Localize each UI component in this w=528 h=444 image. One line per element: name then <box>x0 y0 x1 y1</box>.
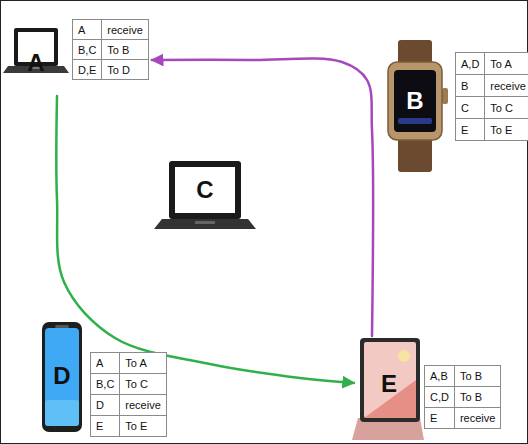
phone-icon <box>42 322 82 432</box>
table-cell: To B <box>455 366 500 386</box>
table-cell: To C <box>120 374 165 394</box>
table-cell: A <box>91 353 119 373</box>
tablet-icon <box>352 338 424 440</box>
table-cell: E <box>425 408 454 428</box>
table-cell: To B <box>455 387 500 407</box>
device-letter: C <box>196 178 213 202</box>
table-cell: C <box>456 97 484 118</box>
device-letter: D <box>53 364 70 388</box>
device-node: C <box>152 160 258 230</box>
table-cell: E <box>456 119 484 140</box>
table-cell: To A <box>485 53 528 74</box>
table-cell: B <box>456 75 484 96</box>
laptop-icon <box>154 161 256 229</box>
table-cell: receive <box>120 395 165 415</box>
connector-arrow <box>56 96 354 383</box>
routing-table: ATo AB,CTo CDreceiveETo E <box>90 352 167 437</box>
table-cell: A <box>73 20 101 39</box>
table-cell: receive <box>102 20 147 39</box>
connector-arrow <box>152 58 373 336</box>
device-letter: A <box>27 51 44 75</box>
device-node: DATo AB,CTo CDreceiveETo E <box>38 318 169 439</box>
table-cell: A,B <box>425 366 454 386</box>
routing-table: AreceiveB,CTo BD,ETo D <box>72 19 149 80</box>
table-cell: A,D <box>456 53 484 74</box>
table-cell: D,E <box>73 60 101 79</box>
routing-table: A,DTo ABreceiveCTo CETo E <box>455 52 528 141</box>
table-cell: C,D <box>425 387 454 407</box>
table-cell: To D <box>102 60 147 79</box>
table-cell: To B <box>102 40 147 59</box>
smartwatch-icon <box>388 40 448 172</box>
device-letter: B <box>406 89 423 113</box>
table-cell: B,C <box>91 374 119 394</box>
device-node: BA,DTo ABreceiveCTo CETo E <box>384 38 528 174</box>
table-cell: receive <box>485 75 528 96</box>
device-letter: E <box>381 372 397 396</box>
table-cell: To A <box>120 353 165 373</box>
table-cell: receive <box>455 408 500 428</box>
routing-table: A,BTo BC,DTo BEreceive <box>424 365 501 429</box>
table-cell: To E <box>120 416 165 436</box>
device-node: EA,BTo BC,DTo BEreceive <box>354 336 508 434</box>
table-cell: To C <box>485 97 528 118</box>
table-cell: D <box>91 395 119 415</box>
table-cell: B,C <box>73 40 101 59</box>
device-node: AAreceiveB,CTo BD,ETo D <box>4 16 151 96</box>
table-cell: E <box>91 416 119 436</box>
table-cell: To E <box>485 119 528 140</box>
